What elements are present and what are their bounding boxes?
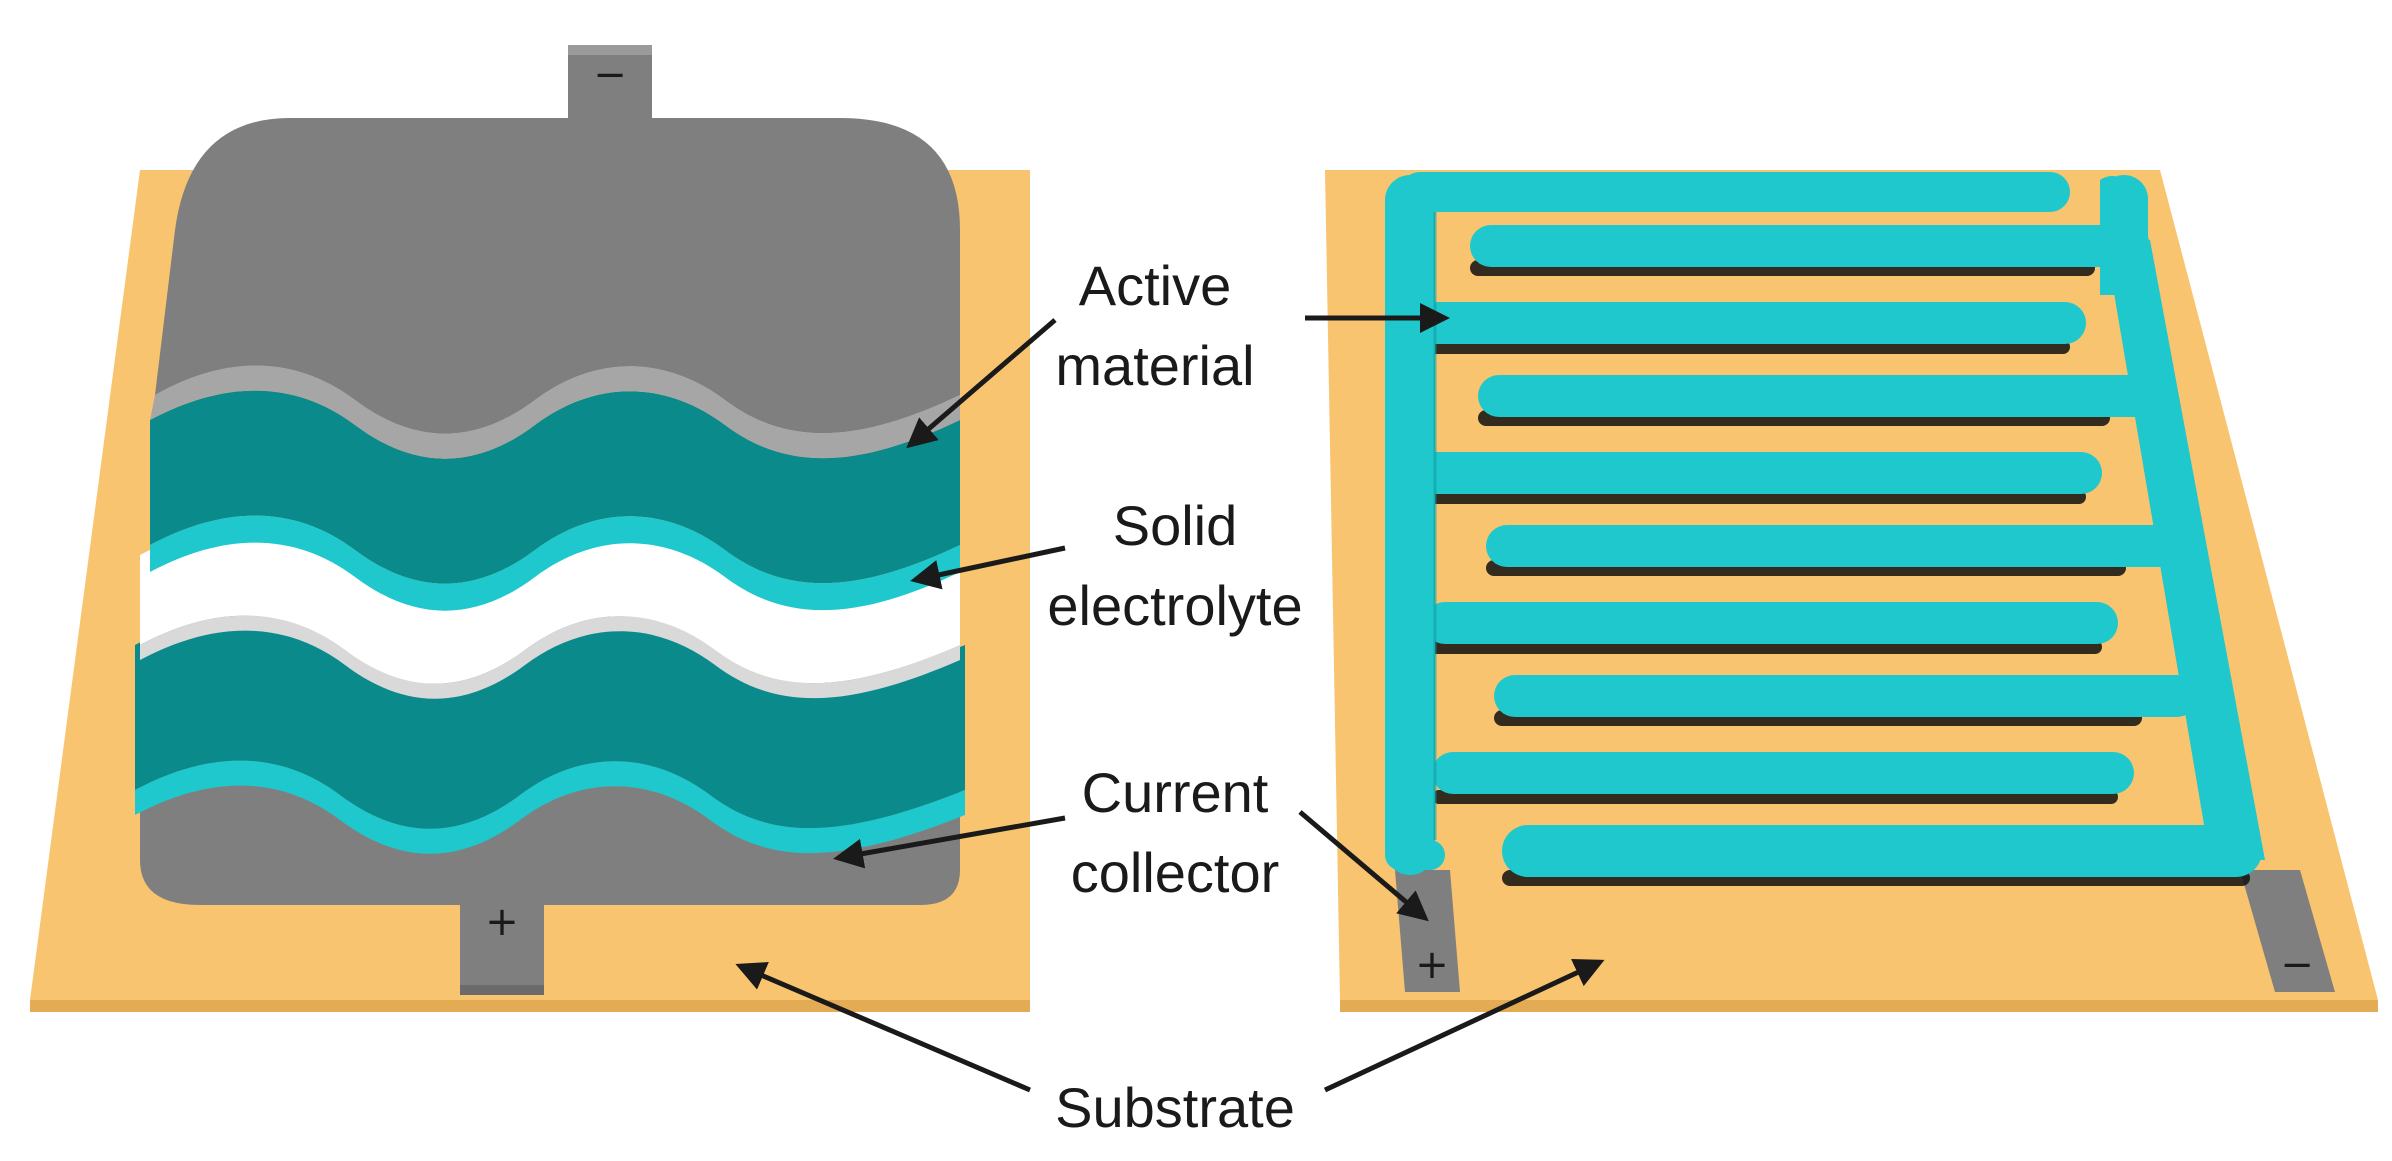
top-active-edge (150, 515, 960, 611)
negative-sign-right: − (2280, 942, 2314, 988)
left-substrate-edge (30, 1000, 1030, 1012)
bottom-active-edge (135, 760, 965, 854)
positive-sign-right: + (1415, 942, 1449, 988)
svg-text:Active: Active (1079, 254, 1232, 317)
negative-sign-left: − (593, 52, 627, 98)
label-current-collector: Current collector (1071, 761, 1280, 904)
label-active-material: Active material (1055, 254, 1254, 397)
stacked-device: + − (30, 45, 1030, 1012)
right-substrate-edge (1340, 1000, 2378, 1012)
top-active-material (150, 390, 960, 584)
arrow-collector-left (833, 815, 1066, 869)
positive-comb (1385, 172, 2134, 875)
negative-comb (1470, 175, 2265, 877)
svg-text:Current: Current (1082, 761, 1269, 824)
arrow-collector-right (1298, 810, 1429, 922)
svg-text:electrolyte: electrolyte (1047, 574, 1302, 637)
label-solid-electrolyte: Solid electrolyte (1047, 494, 1302, 637)
svg-text:material: material (1055, 334, 1254, 397)
bottom-active-material (135, 615, 965, 829)
positive-tab (460, 890, 544, 990)
positive-sign-left: + (485, 899, 519, 945)
svg-text:Solid: Solid (1113, 494, 1238, 557)
label-substrate: Substrate (1055, 1076, 1295, 1139)
arrow-substrate-left (735, 962, 1031, 1093)
arrow-substrate-right (1323, 958, 1605, 1093)
arrow-active-left (906, 318, 1057, 449)
top-current-collector (155, 118, 960, 434)
interdigitated-device: + − (1325, 170, 2378, 1012)
arrow-electrolyte (910, 545, 1066, 590)
negative-collector-strip (2240, 870, 2335, 992)
svg-text:collector: collector (1071, 841, 1280, 904)
